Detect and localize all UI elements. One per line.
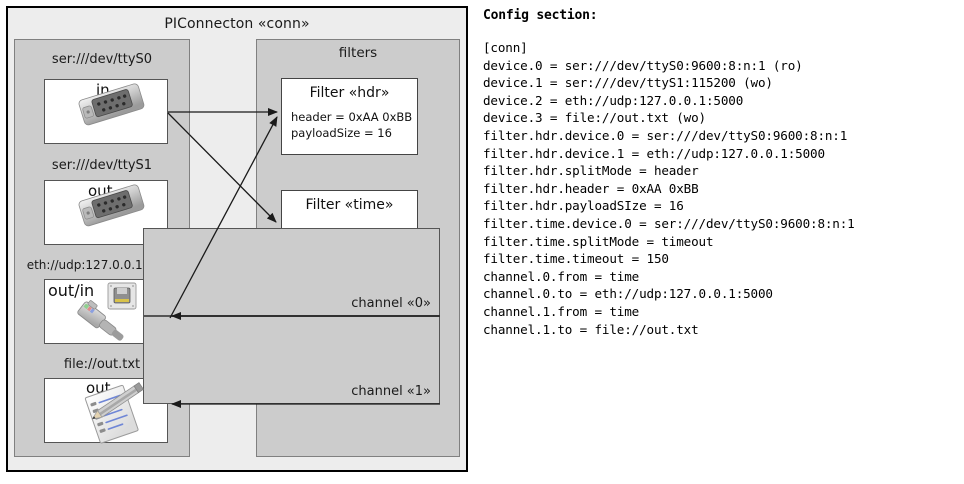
config-section: Config section: [conn] device.0 = ser:///… bbox=[483, 8, 961, 338]
config-line: device.0 = ser:///dev/ttyS0:9600:8:n:1 (… bbox=[483, 57, 803, 73]
device-caption-0: in bbox=[96, 81, 110, 99]
config-line: filter.hdr.device.1 = eth://udp:127.0.0.… bbox=[483, 145, 825, 161]
filter-title-time: Filter «time» bbox=[305, 197, 394, 213]
filters-panel-title: filters bbox=[338, 45, 378, 61]
config-line: filter.hdr.header = 0xAA 0xBB bbox=[483, 180, 699, 196]
device-caption-3: out bbox=[86, 379, 111, 397]
device-caption-2: out/in bbox=[48, 281, 95, 300]
config-line: filter.time.device.0 = ser:///dev/ttyS0:… bbox=[483, 215, 855, 231]
config-line: filter.time.timeout = 150 bbox=[483, 251, 669, 267]
filter-node-hdr[interactable]: Filter «hdr» header = 0xAA 0xBB payloadS… bbox=[281, 78, 418, 155]
device-label-3: file://out.txt bbox=[63, 357, 141, 372]
config-line: channel.0.from = time bbox=[483, 268, 640, 284]
device-label-0: ser:///dev/ttyS0 bbox=[51, 52, 153, 67]
device-caption-1: out bbox=[88, 182, 113, 200]
config-line: channel.1.from = time bbox=[483, 303, 640, 319]
channel-label-0: channel «0» bbox=[351, 296, 431, 311]
config-section-heading: Config section: bbox=[483, 8, 598, 23]
config-lines-list[interactable]: [conn] device.0 = ser:///dev/ttyS0:9600:8… bbox=[483, 39, 961, 338]
channel-node-1[interactable]: channel «1» bbox=[143, 316, 440, 404]
filter-attr-hdr-0: header = 0xAA 0xBB bbox=[291, 110, 413, 124]
channel-label-1: channel «1» bbox=[351, 384, 431, 399]
device-label-2: eth://udp:127.0.0.1:5000 bbox=[26, 258, 178, 272]
config-line: channel.1.to = file://out.txt bbox=[483, 321, 699, 337]
config-line: filter.hdr.payloadSIze = 16 bbox=[483, 198, 684, 214]
config-line: channel.0.to = eth://udp:127.0.0.1:5000 bbox=[483, 286, 773, 302]
config-line: filter.hdr.splitMode = header bbox=[483, 163, 699, 179]
channel-node-0[interactable]: channel «0» bbox=[143, 228, 440, 316]
config-line: device.1 = ser:///dev/ttyS1:115200 (wo) bbox=[483, 75, 773, 91]
device-label-1: ser:///dev/ttyS1 bbox=[51, 158, 153, 173]
config-line: [conn] bbox=[483, 40, 528, 55]
filter-attr-hdr-1: payloadSize = 16 bbox=[291, 126, 392, 140]
config-line: device.2 = eth://udp:127.0.0.1:5000 bbox=[483, 92, 744, 108]
component-title: PIConnecton «conn» bbox=[164, 16, 310, 32]
config-line: device.3 = file://out.txt (wo) bbox=[483, 110, 706, 126]
filter-title-hdr: Filter «hdr» bbox=[309, 85, 390, 101]
config-line: filter.time.splitMode = timeout bbox=[483, 233, 714, 249]
config-line: filter.hdr.device.0 = ser:///dev/ttyS0:9… bbox=[483, 127, 848, 143]
